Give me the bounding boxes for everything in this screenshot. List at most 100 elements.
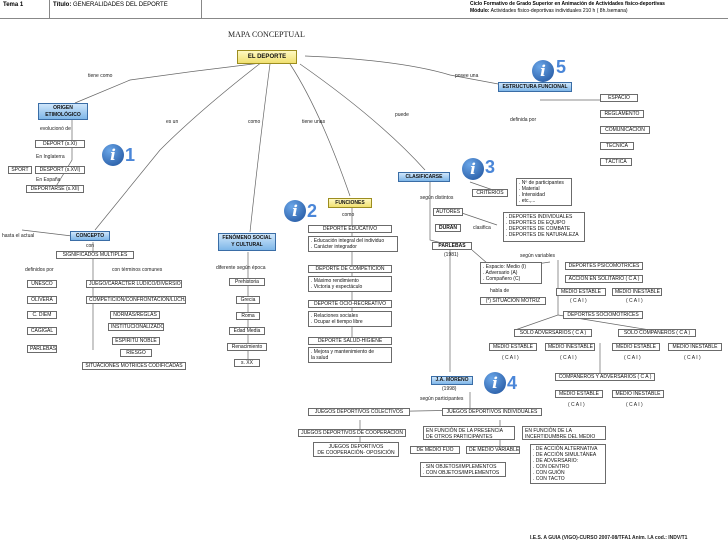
titulo-value: GENERALIDADES DEL DEPORTE (73, 2, 168, 8)
ciclo-text: Ciclo Formativo de Grado Superior en Ani… (470, 1, 665, 7)
autores-node: AUTORES (433, 208, 463, 216)
ca-inestable: MEDIO INESTABLE (612, 390, 664, 398)
term-competicion: COMPETICIÓN/CONFRONTACIÓN/LUCHA (86, 296, 186, 304)
solo-adversarios-node: SOLO ADVERSARIOS ( C A ) (514, 329, 592, 337)
link-puede: puede (395, 112, 409, 118)
link-definida-por: definida por (510, 117, 537, 123)
incertidumbre-node: EN FUNCIÓN DE LA INCERTIDUMBRE DEL MEDIO (522, 426, 606, 440)
comp-inestable: MEDIO INESTABLE (668, 343, 722, 351)
titulo-label: Título: (53, 2, 72, 8)
modulo-value: Actividades físico-deportivas individual… (490, 8, 628, 14)
author-cagigal: CAGIGAL (27, 327, 57, 335)
origen-node[interactable]: ORIGEN ETIMOLÓGICO (38, 103, 88, 120)
adv-estable-cai: ( C A I ) (502, 355, 519, 361)
link-evoluciono: evolucionó de (40, 126, 71, 132)
number-2: 2 (307, 201, 318, 221)
ciclo-info: Ciclo Formativo de Grado Superior en Ani… (470, 1, 728, 15)
adv-estable: MEDIO ESTABLE (489, 343, 537, 351)
comp-inestable-cai: ( C A I ) (684, 355, 701, 361)
center-node[interactable]: EL DEPORTE (237, 50, 297, 64)
funcion-ocio: DEPORTE OCIO-RECREATIVO (308, 300, 392, 308)
origen-desport: DESPORT (s.XVI) (35, 166, 85, 174)
solitario-inestable: MEDIO INESTABLE (612, 288, 662, 296)
author-diem: C. DIEM (27, 311, 57, 319)
duran-desc: . DEPORTES INDIVIDUALES . DEPORTES DE EQ… (503, 212, 585, 242)
link-terminos: con términos comunes (112, 267, 163, 273)
sociomotrices-node: DEPORTES SOCIOMOTRICES (563, 311, 643, 319)
link-segun-distintos: según distintos (420, 195, 454, 201)
number-5: 5 (556, 57, 567, 77)
tema-label: Tema 1 (0, 0, 50, 18)
fenomeno-node[interactable]: FENÓMENO SOCIAL Y CULTURAL (218, 233, 276, 251)
parlebas-node: PARLEBAS (432, 242, 472, 250)
link-en-inglaterra: En Inglaterra (36, 154, 65, 160)
titulo-cell: Título: GENERALIDADES DEL DEPORTE (50, 0, 202, 18)
link-diferente: diferente según época (216, 265, 266, 271)
estructura-espacio: ESPACIO (600, 94, 638, 102)
solitario-estable-cai: ( C A I ) (570, 298, 587, 304)
funcion-salud-desc: . Mejora y mantenimiento de la salud (308, 347, 392, 363)
solitario-inestable-cai: ( C A I ) (626, 298, 643, 304)
presencia-node: EN FUNCIÓN DE LA PRESENCIA DE OTROS PART… (423, 426, 515, 440)
estructura-tecnica: TÉCNICA (600, 142, 634, 150)
info-icon-5[interactable]: i (532, 60, 554, 82)
solitario-node: ACCIÓN EN SOLITARIO ( C A ) (565, 275, 643, 283)
link-clasifica: clasifica (473, 225, 491, 231)
epoch-edad-media: Edad Media (229, 327, 265, 335)
info-icon-3[interactable]: i (462, 158, 484, 180)
term-espiritu: ESPÍRITU NOBLE (112, 337, 160, 345)
link-posee-una: posee una (455, 73, 479, 79)
author-olivera: OLIVERA (27, 296, 57, 304)
map-title: MAPA CONCEPTUAL (228, 30, 305, 39)
info-icon-4[interactable]: i (484, 372, 506, 394)
link-hasta-actual: hasta el actual (2, 233, 35, 239)
link-como: como (248, 119, 261, 125)
author-parlebas: PARLEBAS (27, 345, 57, 353)
info-icon-2[interactable]: i (284, 200, 306, 222)
criterios-desc: . Nº de participantes . Material . Inten… (516, 178, 572, 206)
term-normas: NORMAS/REGLAS (110, 311, 160, 319)
adv-inestable-cai: ( C A I ) (560, 355, 577, 361)
ca-estable: MEDIO ESTABLE (555, 390, 603, 398)
funcion-educativo-desc: . Educación integral del individuo . Car… (308, 236, 398, 252)
epoch-sxx: s. XX (234, 359, 260, 367)
link-es-un: es un (166, 119, 179, 125)
concepto-node[interactable]: CONCEPTO (70, 231, 110, 241)
author-unesco: UNESCO (27, 280, 57, 288)
moreno-year: (1998) (442, 386, 457, 392)
moreno-node[interactable]: J.A. MORENO (431, 376, 473, 385)
clasificarse-node[interactable]: CLASIFICARSE (398, 172, 450, 182)
estructura-node[interactable]: ESTRUCTURA FUNCIONAL (498, 82, 572, 92)
adv-inestable: MEDIO INESTABLE (545, 343, 595, 351)
parlebas-variables: . Espacio: Medio (I) . Adversario (A) . … (480, 262, 542, 284)
number-4: 4 (507, 373, 518, 393)
ca-inestable-cai: ( C A I ) (626, 402, 643, 408)
epoch-prehistoria: Prehistoria (229, 278, 265, 286)
origen-deport: DEPORT (s.XI) (35, 140, 85, 148)
medio-variable: DE MEDIO VARIABLE (466, 446, 520, 454)
psicomotrices-node: DEPORTES PSICOMOTRICES (565, 262, 643, 270)
comp-estable: MEDIO ESTABLE (612, 343, 660, 351)
juegos-cooperacion: JUEGOS DEPORTIVOS DE COOPERACIÓN (298, 429, 406, 437)
juegos-individuales: JUEGOS DEPORTIVOS INDIVIDUALES (442, 408, 542, 416)
criterios-node: CRITERIOS (472, 189, 508, 197)
objetos-desc: . SIN OBJETOS/IMPLEMENTOS . CON OBJETOS/… (420, 462, 506, 477)
epoch-renacimiento: Renacimiento (227, 343, 267, 351)
link-tiene-como: tiene como (88, 73, 113, 79)
ca-estable-cai: ( C A I ) (568, 402, 585, 408)
modulo-row: Módulo: Actividades físico-deportivas in… (470, 8, 728, 15)
origen-sport: SPORT (8, 166, 32, 174)
link-habla-de: habla de (490, 288, 510, 294)
funcion-ocio-desc: . Relaciones sociales . Ocupar el tiempo… (308, 311, 392, 327)
funciones-node[interactable]: FUNCIONES (328, 198, 372, 208)
estructura-reglamento: REGLAMENTO (600, 110, 644, 118)
parlebas-year: (1981) (444, 252, 459, 258)
medio-fijo: DE MEDIO FIJO (410, 446, 460, 454)
funcion-competicion-desc: . Máximo rendimiento . Victoria y espect… (308, 276, 392, 292)
info-icon-1[interactable]: i (102, 144, 124, 166)
solitario-estable: MEDIO ESTABLE (556, 288, 606, 296)
duran-node: DURÁN (435, 224, 461, 232)
situacion-motriz: (*) SITUACIÓN MOTRIZ (480, 297, 546, 305)
link-segun-variables: según variables (520, 253, 556, 259)
